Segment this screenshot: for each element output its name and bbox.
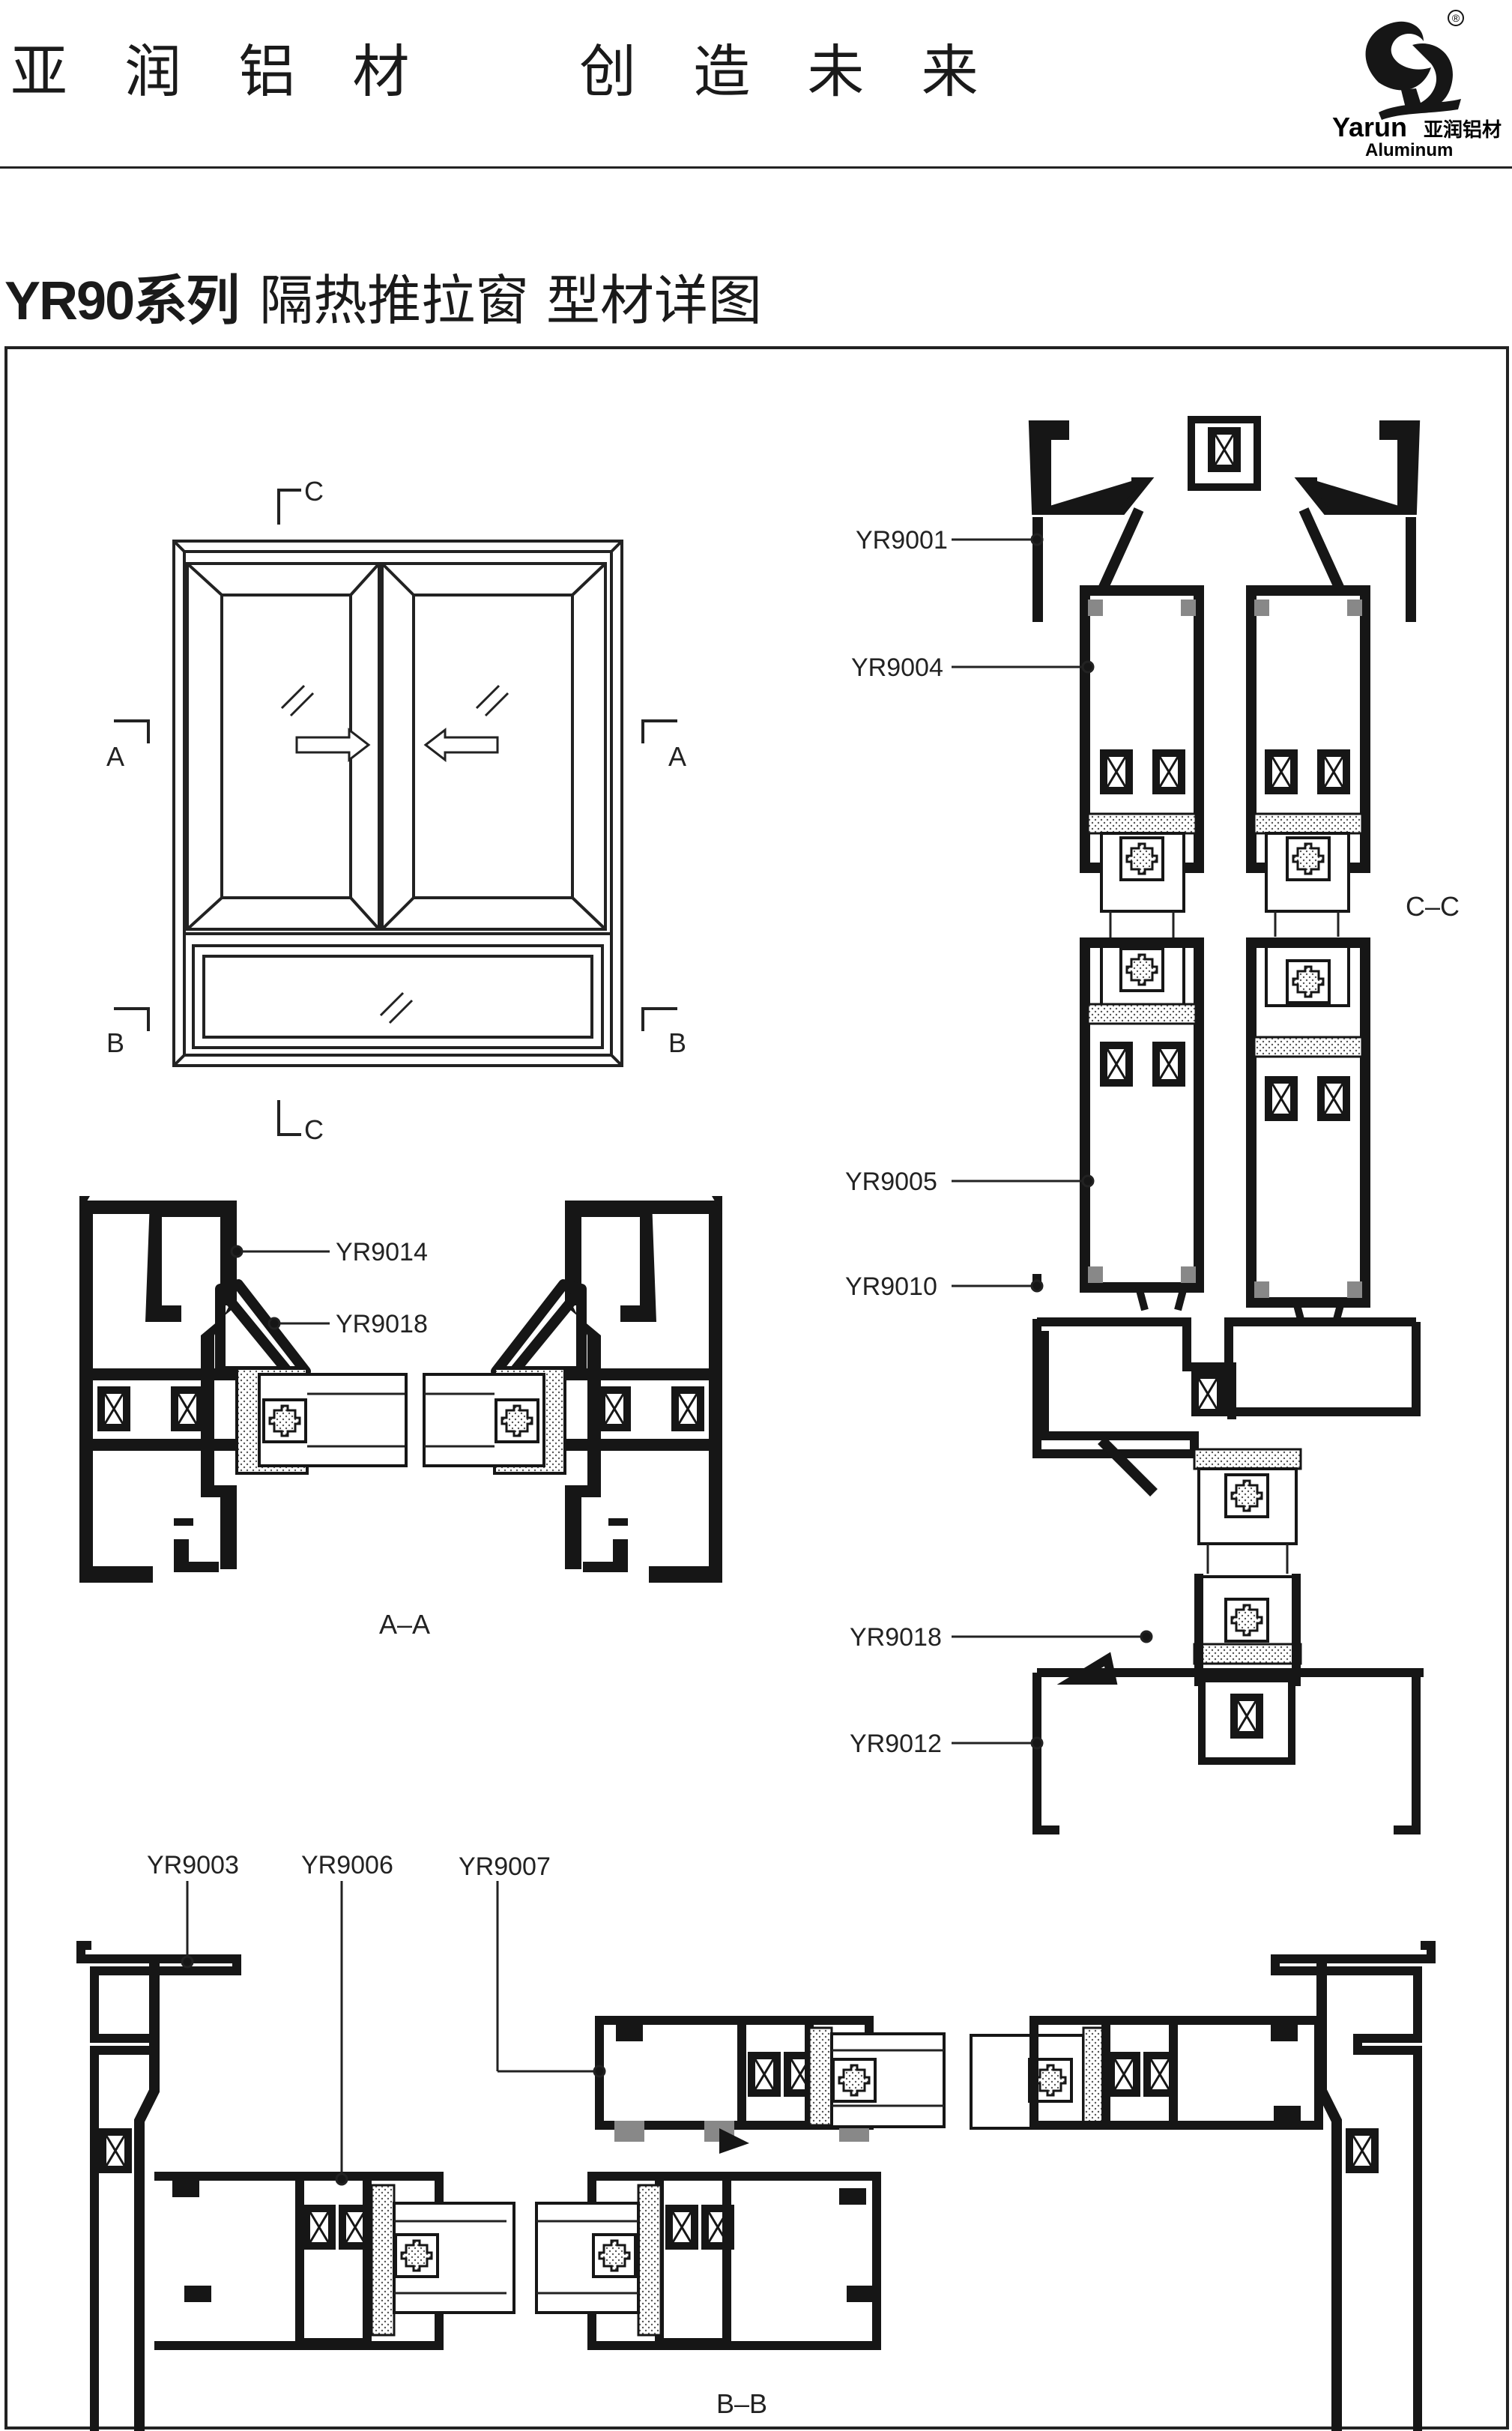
section-title-bb: B–B (716, 2388, 767, 2419)
section-aa-left (79, 1196, 408, 1583)
section-aa-right (423, 1196, 722, 1583)
label-yr9012: YR9012 (850, 1730, 942, 1758)
marker-c-top: C (304, 476, 324, 507)
section-bb (76, 1941, 1436, 2431)
page-subtitle: 隔热推拉窗 型材详图 (259, 269, 762, 332)
section-cc (1028, 416, 1424, 1834)
bb-leaders (181, 1881, 606, 2186)
registered-mark: ® (1452, 12, 1460, 24)
label-yr9005: YR9005 (845, 1168, 937, 1196)
marker-b-left: B (106, 1027, 124, 1058)
section-markers (114, 489, 677, 1136)
label-yr9006: YR9006 (301, 1851, 393, 1879)
label-yr9001: YR9001 (856, 526, 948, 555)
section-title-aa: A–A (379, 1609, 430, 1640)
page-title: YR90系列隔热推拉窗 型材详图 (4, 256, 762, 335)
dragon-logo-icon (1365, 21, 1461, 120)
label-yr9018-aa: YR9018 (336, 1310, 428, 1338)
label-yr9007: YR9007 (459, 1852, 551, 1881)
series-name: YR90系列 (4, 271, 240, 331)
logo-brand: Yarun (1332, 112, 1407, 142)
marker-c-bottom: C (304, 1114, 324, 1145)
marker-a-right: A (668, 741, 686, 772)
label-yr9003: YR9003 (147, 1851, 239, 1879)
section-title-cc: C–C (1406, 891, 1460, 922)
brand-logo: ® Yarun 亚润铝材 Aluminum (1332, 10, 1502, 160)
label-yr9004: YR9004 (851, 653, 943, 682)
closing-arrow-right-icon (423, 727, 499, 763)
aa-leaders (230, 1245, 330, 1330)
cc-leaders (952, 533, 1153, 1750)
logo-brand-cn: 亚润铝材 (1424, 118, 1502, 142)
drawing-border (4, 346, 1509, 2430)
header-divider (0, 166, 1512, 169)
marker-b-right: B (668, 1027, 686, 1058)
label-yr9010: YR9010 (845, 1272, 937, 1301)
closing-arrow-left-icon (295, 727, 371, 763)
logo-sub: Aluminum (1365, 140, 1453, 160)
label-yr9018-cc: YR9018 (850, 1623, 942, 1652)
label-yr9014: YR9014 (336, 1238, 428, 1266)
header-slogan: 亚 润 铝 材 创 造 未 来 (10, 38, 998, 105)
marker-a-left: A (106, 741, 124, 772)
window-elevation (172, 540, 623, 1067)
